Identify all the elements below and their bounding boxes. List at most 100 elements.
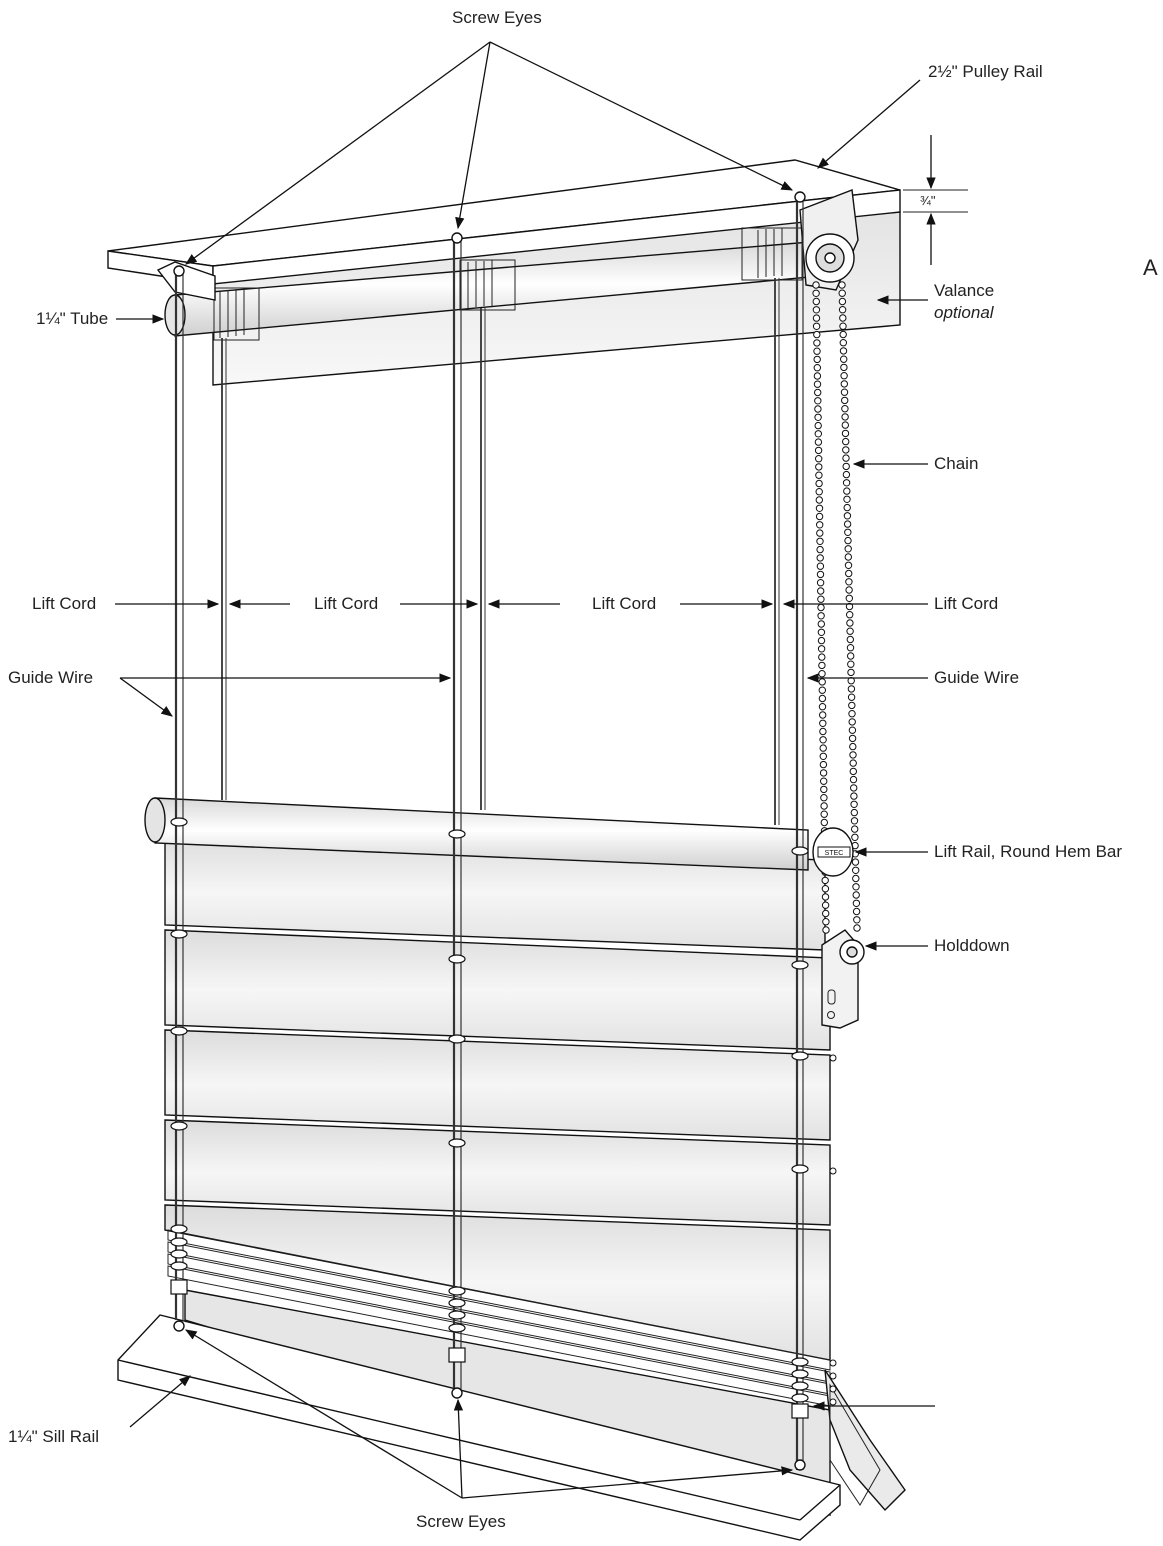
chain-bead-back	[852, 866, 860, 874]
chain-bead-front	[817, 587, 825, 595]
chain-bead-front	[819, 711, 827, 719]
chain-bead-back	[839, 330, 847, 339]
chain-bead-front	[817, 628, 826, 636]
chain-bead-back	[846, 611, 854, 619]
chain-bead-front	[820, 794, 828, 802]
chain-bead-front	[821, 901, 830, 909]
chain-bead-back	[842, 446, 850, 454]
chain-bead-back	[851, 858, 860, 866]
chain-bead-back	[844, 528, 852, 536]
chain-bead-front	[815, 504, 824, 512]
chain-bead-back	[850, 784, 858, 792]
chain-bead-front	[818, 686, 826, 694]
chain-bead-back	[845, 602, 854, 611]
chain-bead-front	[821, 876, 829, 885]
label-lift-cord-2: Lift Cord	[314, 594, 379, 613]
chain-bead-back	[852, 891, 860, 899]
chain-bead-back	[839, 314, 847, 322]
chain-bead-back	[852, 883, 860, 891]
chain-bead-front	[815, 496, 823, 504]
chain-bead-back	[848, 718, 856, 726]
chain-bead-back	[847, 660, 855, 668]
chain-bead-front	[816, 529, 824, 537]
chain-bead-back	[841, 413, 849, 421]
chain-bead-back	[845, 569, 853, 578]
label-lift-rail: Lift Rail, Round Hem Bar	[934, 842, 1123, 861]
chain-bead-back	[849, 759, 857, 767]
chain-bead-front	[813, 330, 821, 339]
chain-bead-back	[840, 363, 848, 372]
chain-bead-back	[840, 355, 848, 363]
chain	[812, 281, 861, 934]
chain-bead-back	[844, 553, 852, 561]
chain-bead-back	[841, 421, 849, 429]
chain-bead-front	[817, 595, 825, 603]
chain-bead-front	[814, 438, 823, 446]
chain-bead-back	[838, 281, 846, 289]
chain-bead-back	[850, 800, 858, 808]
chain-bead-front	[812, 281, 820, 289]
fold-bead-ends	[829, 1054, 837, 1406]
chain-bead-front	[817, 645, 826, 653]
chain-bead-front	[815, 512, 824, 521]
chain-bead-back	[851, 833, 859, 841]
chain-bead-front	[820, 818, 828, 827]
chain-bead-front	[816, 554, 824, 562]
chain-bead-back	[838, 289, 846, 297]
chain-bead-front	[816, 521, 824, 529]
pulley-mechanism	[799, 189, 859, 291]
chain-bead-front	[812, 297, 820, 306]
brand-mark: STEC	[825, 850, 844, 857]
chain-bead-front	[819, 769, 828, 777]
label-chain: Chain	[934, 454, 979, 473]
chain-bead-front	[817, 620, 825, 628]
chain-bead-front	[819, 744, 827, 752]
chain-bead-front	[821, 885, 830, 893]
chain-bead-back	[852, 907, 861, 916]
chain-bead-back	[845, 586, 853, 594]
chain-bead-front	[812, 289, 820, 297]
chain-bead-back	[848, 701, 856, 710]
chain-bead-back	[849, 775, 858, 784]
chain-bead-back	[843, 512, 852, 520]
chain-bead-front	[814, 388, 822, 397]
holddown	[821, 929, 865, 1029]
chain-bead-back	[838, 306, 847, 314]
chain-bead-back	[846, 627, 854, 635]
label-tube: 1¼" Tube	[36, 309, 109, 328]
chain-bead-back	[847, 685, 856, 693]
chain-bead-back	[851, 825, 859, 833]
chain-bead-front	[814, 397, 822, 405]
chain-bead-back	[840, 388, 849, 396]
chain-bead-back	[841, 429, 850, 438]
tube-spool-left	[213, 287, 260, 341]
chain-bead-front	[815, 455, 823, 463]
chain-bead-back	[842, 479, 851, 487]
chain-bead-front	[819, 752, 827, 760]
chain-bead-back	[849, 751, 857, 759]
chain-bead-front	[817, 636, 826, 645]
chain-bead-back	[852, 899, 861, 907]
chain-bead-back	[845, 594, 853, 602]
chain-bead-back	[839, 347, 848, 355]
label-lift-cord-1: Lift Cord	[32, 594, 97, 613]
chain-bead-back	[850, 817, 859, 825]
chain-bead-front	[819, 736, 827, 744]
chain-bead-back	[840, 372, 848, 380]
label-holddown: Holddown	[934, 936, 1010, 955]
chain-bead-back	[848, 726, 857, 734]
chain-bead-front	[822, 918, 830, 926]
chain-bead-front	[815, 463, 823, 471]
chain-bead-back	[847, 668, 855, 677]
chain-bead-front	[813, 355, 821, 364]
left-bracket	[156, 261, 216, 301]
chain-bead-front	[814, 405, 822, 413]
chain-bead-front	[816, 562, 825, 570]
rings	[170, 817, 809, 1403]
chain-bead-front	[819, 760, 828, 769]
label-sill-rail: 1¼" Sill Rail	[8, 1427, 100, 1446]
lift-cords	[221, 278, 780, 825]
chain-bead-front	[813, 372, 822, 380]
chain-bead-back	[841, 405, 849, 413]
